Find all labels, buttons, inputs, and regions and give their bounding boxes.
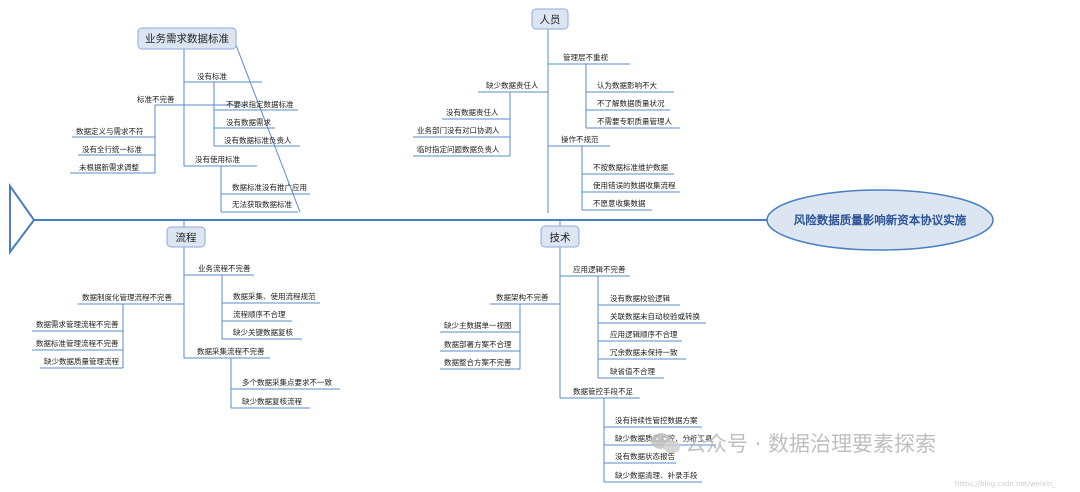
standard-incomplete-item: 数据定义与需求不符 xyxy=(76,126,144,136)
category-standard: 业务需求数据标准 xyxy=(145,32,229,45)
standard-incomplete-item: 没有全行统一标准 xyxy=(82,144,142,154)
standard-unused-item: 数据标准没有推广应用 xyxy=(232,182,307,192)
tech-arch-item: 数据整合方案不完善 xyxy=(444,357,512,367)
people-op-item: 不愿意收集数据 xyxy=(593,198,646,208)
head-title: 风险数据质量影响新资本协议实施 xyxy=(794,213,967,227)
tech-logic-item: 关联数据未自动校验或转换 xyxy=(610,311,700,321)
fish-head xyxy=(766,189,994,251)
standard-incomplete-item: 未根据新需求调整 xyxy=(79,162,139,172)
tech-logic-item: 缺省值不合理 xyxy=(610,366,655,376)
standard-none-label: 没有标准 xyxy=(197,71,227,81)
standard-incomplete-label: 标准不完善 xyxy=(137,94,175,104)
process-biz-item: 缺少关键数据复核 xyxy=(233,327,293,337)
standard-unused-item: 无法获取数据标准 xyxy=(232,199,292,209)
process-biz-label: 业务流程不完善 xyxy=(198,263,251,273)
standard-none-item: 没有数据标准负责人 xyxy=(224,135,292,145)
process-mgmt-item: 数据标准管理流程不完善 xyxy=(36,338,119,348)
people-op-label: 操作不规范 xyxy=(561,134,599,144)
tech-ctrl-item: 没有持续性管控数据方案 xyxy=(615,415,698,425)
process-biz-item: 流程顺序不合理 xyxy=(233,309,286,319)
tech-logic-item: 冗余数据未保持一致 xyxy=(610,347,678,357)
standard-unused-label: 没有使用标准 xyxy=(195,154,240,164)
tech-logic-item: 应用逻辑顺序不合理 xyxy=(610,329,678,339)
tech-ctrl-label: 数据管控手段不足 xyxy=(573,386,633,396)
category-process-box xyxy=(166,226,206,248)
process-collect-item: 缺少数据复核流程 xyxy=(242,396,302,406)
fish-tail xyxy=(9,182,36,255)
tech-ctrl-item: 没有数据状态报告 xyxy=(615,451,675,461)
category-process: 流程 xyxy=(176,231,197,244)
tech-arch-item: 数据部署方案不合理 xyxy=(444,339,512,349)
people-mgmt-item: 不了解数据质量状况 xyxy=(597,98,665,108)
process-mgmt-label: 数据制度化管理流程不完善 xyxy=(82,292,172,302)
tech-arch-label: 数据架构不完善 xyxy=(496,292,549,302)
people-owner-item: 临时指定问题数据负责人 xyxy=(417,144,500,154)
process-mgmt-item: 数据需求管理流程不完善 xyxy=(36,319,119,329)
tech-logic-item: 没有数据校验逻辑 xyxy=(610,293,670,303)
people-mgmt-item: 不需要专职质量管理人 xyxy=(597,116,672,126)
people-mgmt-label: 管理层不重视 xyxy=(563,52,608,62)
tech-logic-label: 应用逻辑不完善 xyxy=(573,264,626,274)
standard-none-item: 不要求指定数据标准 xyxy=(226,99,294,109)
category-people-box xyxy=(531,8,569,30)
watermark: 公众号 · 数据治理要素探索 https://blog.csdn.net/wei… xyxy=(651,432,1056,488)
process-collect-label: 数据采集流程不完善 xyxy=(197,346,265,356)
category-tech: 技术 xyxy=(550,231,571,244)
process-collect-item: 多个数据采集点要求不一致 xyxy=(242,377,332,387)
standard-none-item: 没有数据需求 xyxy=(226,117,271,127)
process-mgmt-item: 缺少数据质量管理流程 xyxy=(44,356,119,366)
people-owner-label: 缺少数据责任人 xyxy=(486,80,539,90)
process-biz-item: 数据采集、使用流程规范 xyxy=(233,291,316,301)
watermark-url: https://blog.csdn.net/weixin_ xyxy=(955,480,1056,488)
people-mgmt-item: 认为数据影响不大 xyxy=(597,80,657,90)
category-people: 人员 xyxy=(540,14,561,26)
people-owner-item: 业务部门没有对口协调人 xyxy=(417,125,500,135)
wechat-icon xyxy=(651,433,680,454)
watermark-text: 公众号 · 数据治理要素探索 xyxy=(685,432,936,456)
category-tech-box xyxy=(540,225,580,248)
people-op-item: 不按数据标准维护数据 xyxy=(593,162,668,172)
tech-arch-item: 缺少主数据单一视图 xyxy=(444,320,512,330)
category-standard-box xyxy=(137,27,237,50)
tech-ctrl-item: 缺少数据清理、补录手段 xyxy=(615,470,698,480)
people-owner-item: 没有数据责任人 xyxy=(446,107,499,117)
people-op-item: 使用错误的数据收集流程 xyxy=(593,180,676,190)
